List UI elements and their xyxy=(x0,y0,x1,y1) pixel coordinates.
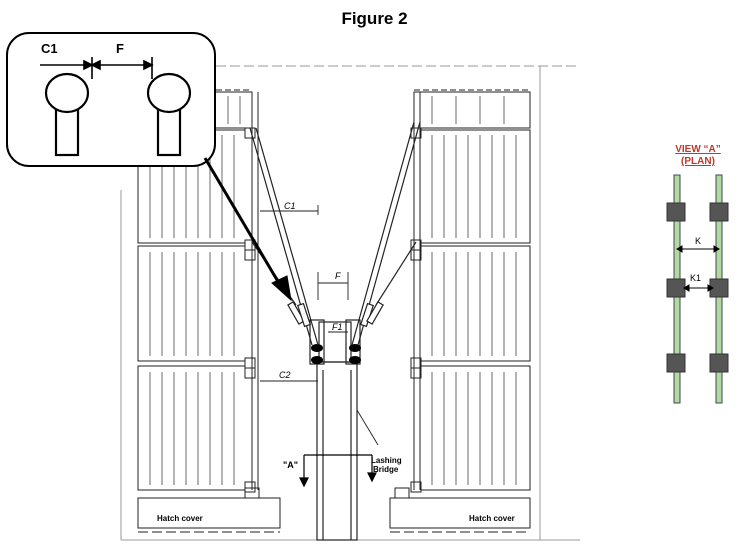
c1-dimension-label: C1 xyxy=(284,201,296,211)
lashing-label: Lashing xyxy=(371,456,402,465)
section-a-arrows xyxy=(299,454,377,488)
callout-f-label: F xyxy=(116,41,124,56)
dimension-lines xyxy=(260,205,349,382)
callout-c1-label: C1 xyxy=(41,41,58,56)
hatch-cover-right-label: Hatch cover xyxy=(469,514,515,523)
hatch-cover-left-label: Hatch cover xyxy=(157,514,203,523)
view-a-plan xyxy=(666,174,729,404)
lashing-fittings xyxy=(311,344,361,364)
right-container-stack xyxy=(410,89,531,493)
k-label: K xyxy=(695,236,701,246)
callout-leader xyxy=(203,157,292,302)
lashing-rods xyxy=(249,121,421,346)
lashing-bridge-leader xyxy=(356,409,379,446)
view-a-subtitle: (PLAN) xyxy=(681,156,715,167)
view-a-title: VIEW “A” xyxy=(675,144,721,155)
lashing-bridge xyxy=(309,319,361,541)
c2-dimension-label: C2 xyxy=(279,370,291,380)
f-dimension-label: F xyxy=(335,271,341,281)
f1-dimension-label: F1 xyxy=(332,322,343,332)
hatch-covers xyxy=(137,487,531,533)
bridge-label: Bridge xyxy=(373,465,399,474)
view-a-marker-label: "A" xyxy=(283,460,298,470)
figure-title: Figure 2 xyxy=(341,9,408,28)
left-container-stack xyxy=(137,89,259,493)
detail-callout xyxy=(6,32,216,167)
k1-label: K1 xyxy=(690,273,701,283)
